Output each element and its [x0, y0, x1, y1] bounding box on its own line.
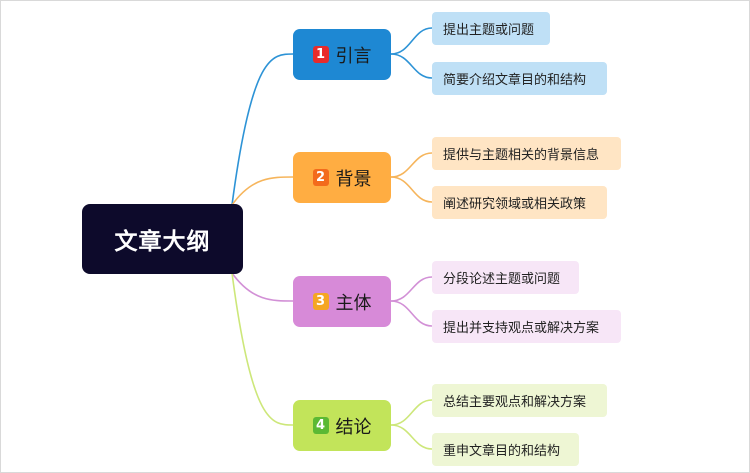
number-badge-1: 1 — [312, 46, 329, 63]
branch-conclusion[interactable]: 4 结论 — [293, 400, 391, 451]
number-badge-2: 2 — [312, 169, 329, 186]
root-to-branch-line — [231, 53, 294, 206]
root-to-branch-line — [231, 272, 294, 426]
branch-label: 结论 — [335, 416, 372, 438]
leaf-node[interactable]: 总结主要观点和解决方案 — [432, 384, 607, 417]
leaf-label: 提供与主题相关的背景信息 — [443, 148, 600, 163]
branch-intro[interactable]: 1 引言 — [293, 29, 391, 80]
number-badge-4: 4 — [312, 417, 329, 434]
branch-to-leaf-line — [390, 27, 433, 55]
branch-body[interactable]: 3 主体 — [293, 276, 391, 327]
number-badge-3: 3 — [312, 293, 329, 310]
branch-to-leaf-line — [390, 53, 433, 79]
leaf-label: 总结主要观点和解决方案 — [443, 395, 587, 410]
leaf-node[interactable]: 提出并支持观点或解决方案 — [432, 310, 621, 343]
branch-label: 背景 — [335, 168, 372, 190]
branch-label: 主体 — [335, 292, 372, 314]
leaf-label: 提出主题或问题 — [443, 23, 535, 38]
branch-background[interactable]: 2 背景 — [293, 152, 391, 203]
branch-to-leaf-line — [390, 399, 433, 426]
root-to-branch-line — [231, 176, 294, 206]
leaf-node[interactable]: 提供与主题相关的背景信息 — [432, 137, 621, 170]
leaf-label: 重申文章目的和结构 — [443, 444, 561, 459]
leaf-node[interactable]: 重申文章目的和结构 — [432, 433, 579, 466]
branch-to-leaf-line — [390, 152, 433, 178]
branch-label: 引言 — [335, 45, 372, 67]
branch-to-leaf-line — [390, 176, 433, 203]
branch-to-leaf-line — [390, 424, 433, 450]
leaf-label: 分段论述主题或问题 — [443, 272, 561, 287]
branch-to-leaf-line — [390, 300, 433, 327]
leaf-label: 简要介绍文章目的和结构 — [443, 73, 587, 88]
leaf-node[interactable]: 分段论述主题或问题 — [432, 261, 579, 294]
leaf-node[interactable]: 简要介绍文章目的和结构 — [432, 62, 607, 95]
leaf-node[interactable]: 阐述研究领域或相关政策 — [432, 186, 607, 219]
root-label: 文章大纲 — [114, 229, 211, 255]
root-to-branch-line — [231, 272, 294, 302]
root-node[interactable]: 文章大纲 — [82, 204, 243, 274]
leaf-node[interactable]: 提出主题或问题 — [432, 12, 550, 45]
leaf-label: 阐述研究领域或相关政策 — [443, 197, 587, 212]
branch-to-leaf-line — [390, 276, 433, 302]
leaf-label: 提出并支持观点或解决方案 — [443, 321, 600, 336]
